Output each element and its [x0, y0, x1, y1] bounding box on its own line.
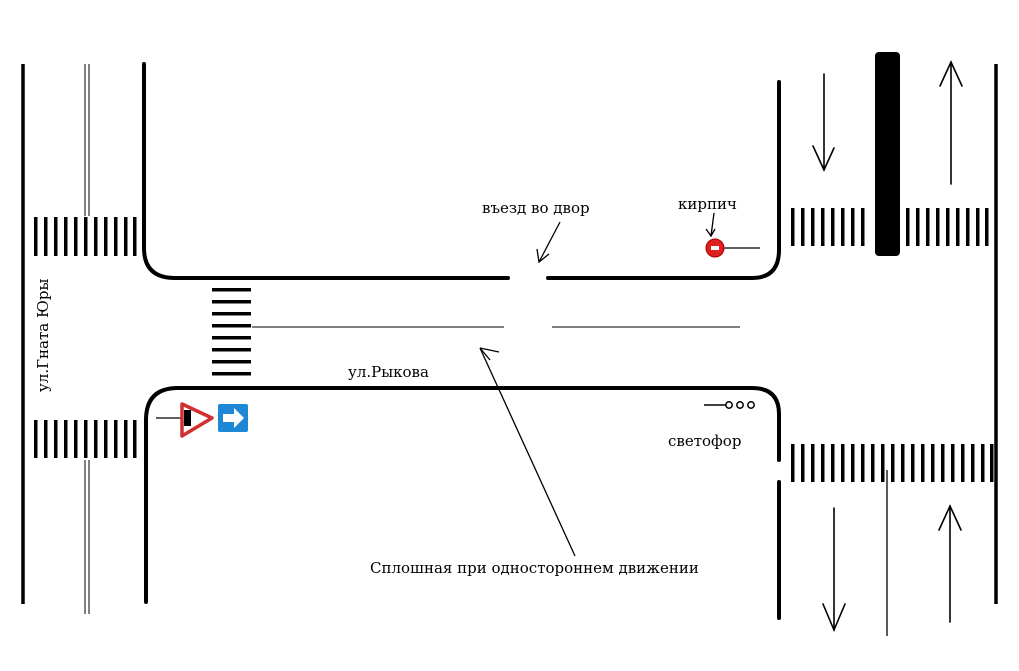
brick-sign-pointer: [705, 212, 716, 238]
annotation-arrows: [479, 212, 716, 557]
street-left-label: ул.Гната Юры: [34, 278, 52, 392]
no-entry-sign-icon: [705, 238, 760, 258]
right-street: [886, 64, 998, 636]
yield-sign-icon: [156, 402, 214, 438]
arrow-down-top-icon: [812, 73, 835, 172]
middle-street-curbs: [142, 62, 781, 620]
right-arrow-sign-icon: [218, 404, 248, 432]
curb-bottom-left: [144, 386, 781, 604]
yard-entrance-label: въезд во двор: [482, 199, 590, 217]
curb-top-right: [546, 80, 781, 280]
arrow-up-top-icon: [939, 60, 963, 185]
median-barrier: [875, 52, 900, 256]
right-crosswalk-top: [791, 208, 989, 246]
brick-sign-label: кирпич: [678, 195, 737, 213]
solid-line-pointer: [479, 347, 576, 557]
arrow-up-bottom-icon: [938, 504, 962, 623]
right-crosswalk-bottom: [791, 444, 994, 482]
left-crosswalk-bottom: [34, 420, 137, 458]
curb-top-left: [142, 62, 510, 280]
traffic-light-icon: [704, 401, 755, 409]
arrow-down-bottom-icon: [822, 507, 846, 633]
left-crosswalk-top: [34, 217, 137, 256]
yard-entrance-pointer: [536, 221, 561, 264]
direction-arrows: [812, 60, 963, 633]
solid-line-note-label: Сплошная при одностороннем движении: [370, 559, 699, 577]
middle-crosswalk: [212, 288, 251, 376]
left-street: [21, 64, 90, 614]
street-middle-label: ул.Рыкова: [348, 363, 429, 381]
traffic-light-label: светофор: [668, 432, 741, 450]
